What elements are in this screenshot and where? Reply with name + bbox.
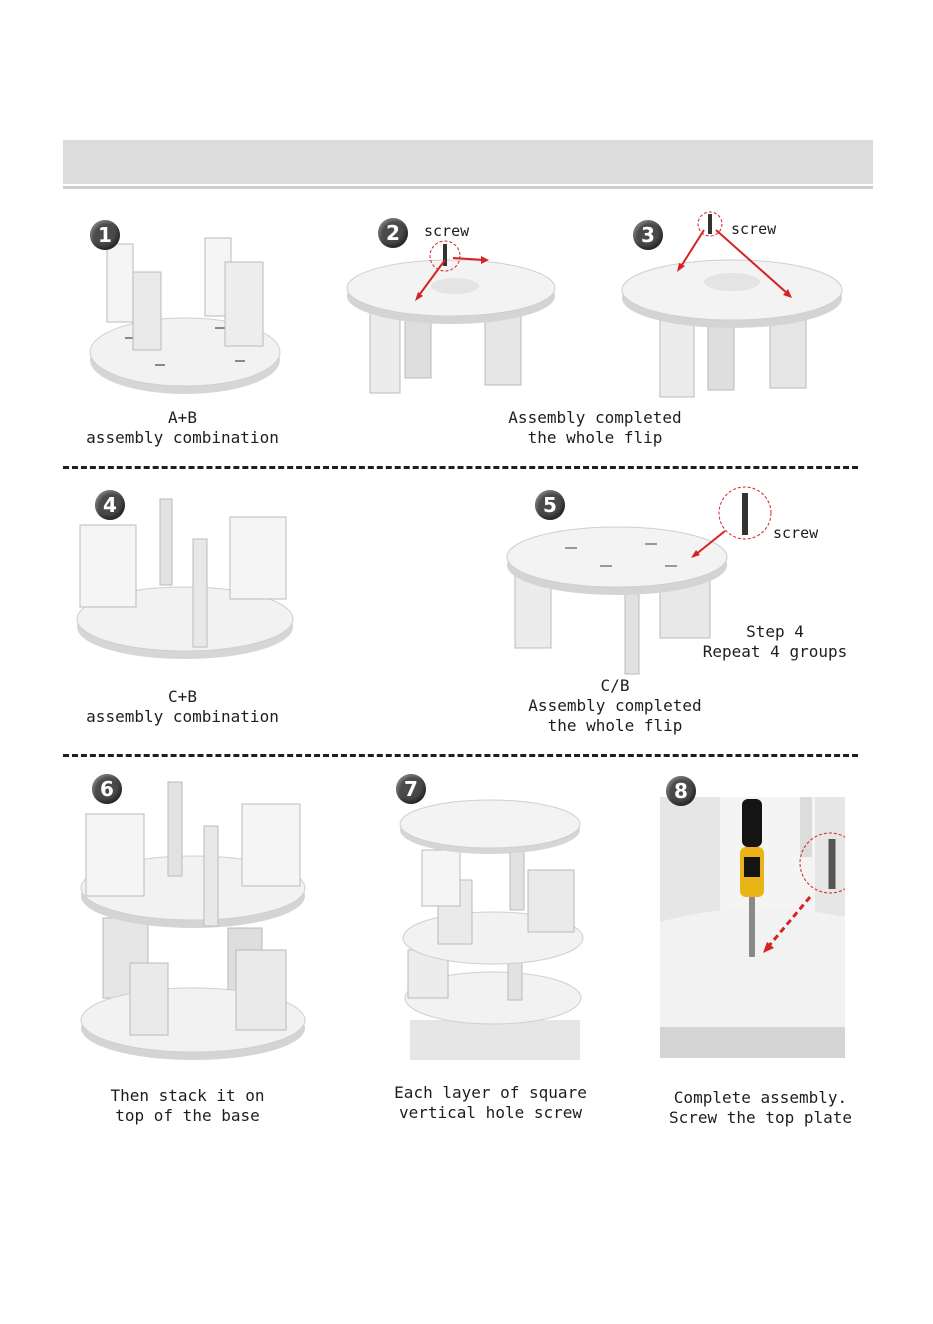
step-7-caption: Each layer of square vertical hole screw	[378, 1083, 603, 1123]
header-bar	[63, 140, 873, 184]
step-3-badge: 3	[633, 220, 663, 250]
step-5-note: Step 4 Repeat 4 groups	[695, 622, 855, 662]
step-7-badge: 7	[396, 774, 426, 804]
row-divider-2	[63, 754, 858, 757]
step-3-screw-label: screw	[731, 220, 776, 238]
step-4-illustration	[75, 495, 300, 665]
step-8-caption: Complete assembly. Screw the top plate	[648, 1088, 873, 1128]
step-6-badge: 6	[92, 774, 122, 804]
step-7-illustration	[398, 790, 588, 1060]
step-6-caption: Then stack it on top of the base	[75, 1086, 300, 1126]
step-2-illustration	[345, 238, 560, 398]
step-2-3-caption: Assembly completed the whole flip	[480, 408, 710, 448]
step-4-caption: C+B assembly combination	[70, 687, 295, 727]
step-2-badge: 2	[378, 218, 408, 248]
step-5-badge: 5	[535, 490, 565, 520]
step-2-screw-label: screw	[424, 222, 469, 240]
row-divider-1	[63, 466, 858, 469]
step-8-photo	[660, 797, 845, 1058]
step-5-caption: C/B Assembly completed the whole flip	[500, 676, 730, 736]
step-1-illustration	[85, 232, 295, 402]
step-1-badge: 1	[90, 220, 120, 250]
step-1-caption: A+B assembly combination	[70, 408, 295, 448]
step-6-illustration	[78, 778, 308, 1068]
header-underline	[63, 186, 873, 189]
step-4-badge: 4	[95, 490, 125, 520]
step-5-screw-label: screw	[773, 524, 818, 542]
step-8-badge: 8	[666, 776, 696, 806]
